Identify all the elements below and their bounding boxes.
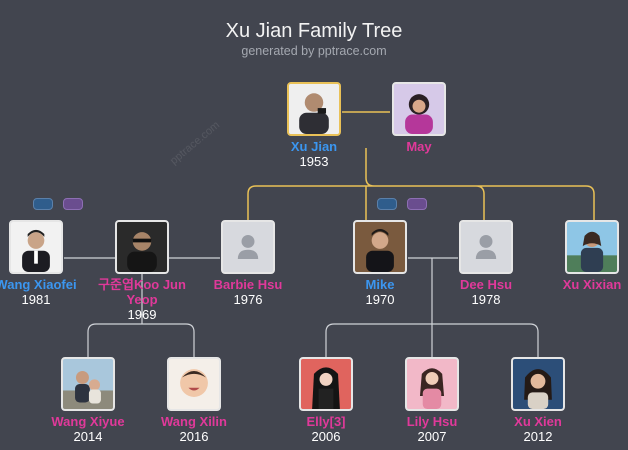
- connector-mike-children: [325, 258, 539, 358]
- person-photo[interactable]: [287, 82, 341, 136]
- person-node-xu-jian[interactable]: Xu Jian 1953: [264, 82, 364, 169]
- person-name: Elly[3]: [306, 414, 346, 429]
- person-node-xu-xien[interactable]: Xu Xien 2012: [488, 357, 588, 444]
- person-node-lily-hsu[interactable]: Lily Hsu 2007: [382, 357, 482, 444]
- person-name: Wang Xiyue: [51, 414, 125, 429]
- relation-toggle-button[interactable]: [63, 198, 83, 210]
- person-year: 2006: [311, 429, 341, 444]
- person-placeholder-icon: [461, 222, 511, 272]
- person-node-mike[interactable]: Mike 1970: [330, 220, 430, 307]
- person-node-barbie-hsu[interactable]: Barbie Hsu 1976: [198, 220, 298, 307]
- person-name: Wang Xiaofei: [0, 277, 77, 292]
- person-year: 1976: [233, 292, 263, 307]
- person-year: 2016: [179, 429, 209, 444]
- person-name: Lily Hsu: [406, 414, 458, 429]
- person-node-wang-xiaofei[interactable]: Wang Xiaofei 1981: [0, 220, 86, 307]
- person-name: Dee Hsu: [459, 277, 513, 292]
- person-photo[interactable]: [115, 220, 169, 274]
- person-photo[interactable]: [9, 220, 63, 274]
- person-node-xu-xixian[interactable]: Xu Xixian: [542, 220, 628, 292]
- person-name: Xu Xien: [514, 414, 562, 429]
- person-node-dee-hsu[interactable]: Dee Hsu 1978: [436, 220, 536, 307]
- person-year: 1953: [299, 154, 329, 169]
- person-photo[interactable]: [392, 82, 446, 136]
- person-year: 2014: [73, 429, 103, 444]
- person-node-koo-jun-yeop[interactable]: 구준엽Koo Jun Yeop 1969: [92, 220, 192, 322]
- person-node-may[interactable]: May: [369, 82, 469, 154]
- connector-wang-children: [87, 258, 195, 358]
- page-subtitle: generated by pptrace.com: [241, 44, 387, 58]
- person-name: Xu Jian: [290, 139, 338, 154]
- relation-toggle-button[interactable]: [33, 198, 53, 210]
- person-photo[interactable]: [167, 357, 221, 411]
- person-photo[interactable]: [61, 357, 115, 411]
- person-photo[interactable]: [511, 357, 565, 411]
- person-name: Wang Xilin: [161, 414, 227, 429]
- person-photo[interactable]: [459, 220, 513, 274]
- person-node-wang-xilin[interactable]: Wang Xilin 2016: [144, 357, 244, 444]
- person-year: 2007: [417, 429, 447, 444]
- person-name: May: [406, 139, 432, 154]
- connector-root-children: [247, 148, 595, 222]
- relation-toggle-button[interactable]: [407, 198, 427, 210]
- person-photo[interactable]: [299, 357, 353, 411]
- person-placeholder-icon: [223, 222, 273, 272]
- person-year: 1969: [127, 307, 157, 322]
- person-name: Barbie Hsu: [213, 277, 283, 292]
- person-photo[interactable]: [353, 220, 407, 274]
- person-node-wang-xiyue[interactable]: Wang Xiyue 2014: [38, 357, 138, 444]
- person-year: 1981: [21, 292, 51, 307]
- person-year: 1970: [365, 292, 395, 307]
- person-year: 2012: [523, 429, 553, 444]
- person-name: Xu Xixian: [562, 277, 622, 292]
- person-node-elly[interactable]: Elly[3] 2006: [276, 357, 376, 444]
- person-photo[interactable]: [221, 220, 275, 274]
- person-name: Mike: [365, 277, 395, 292]
- page-title: Xu Jian Family Tree: [225, 20, 403, 42]
- relation-toggle-button[interactable]: [377, 198, 397, 210]
- person-photo[interactable]: [405, 357, 459, 411]
- person-name: 구준엽Koo Jun Yeop: [98, 277, 186, 307]
- person-year: 1978: [471, 292, 501, 307]
- person-photo[interactable]: [565, 220, 619, 274]
